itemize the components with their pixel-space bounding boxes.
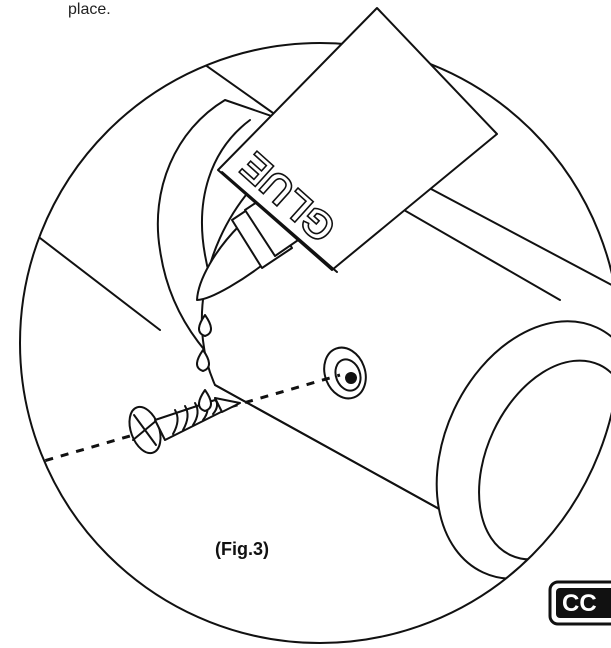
screw-hole-center (345, 372, 357, 384)
tube-bottom-edge (214, 384, 451, 516)
zoom-circle (19, 42, 611, 644)
intro-text-fragment: place. (68, 1, 111, 18)
brand-logo: CC (548, 580, 611, 626)
screw-tip (214, 397, 241, 413)
screw-threads (172, 397, 219, 435)
glue-drop-3 (198, 389, 212, 412)
glue-bottle-body (217, 7, 498, 271)
brand-logo-band (556, 588, 611, 618)
screw-slot-2 (132, 419, 158, 441)
screw (128, 397, 241, 455)
wall-line-left (20, 214, 161, 331)
glue-drop-2 (196, 349, 210, 372)
tube-end-inner (478, 359, 611, 561)
glue-bottle-base-edge (221, 171, 338, 273)
glue-drop-1 (198, 314, 212, 337)
screw-shank (154, 399, 226, 441)
glue-bottle: GLUE (217, 7, 498, 273)
figure-caption: (Fig.3) (215, 539, 269, 559)
brand-logo-text: CC (562, 590, 597, 617)
screw-hole-inner (334, 358, 362, 392)
